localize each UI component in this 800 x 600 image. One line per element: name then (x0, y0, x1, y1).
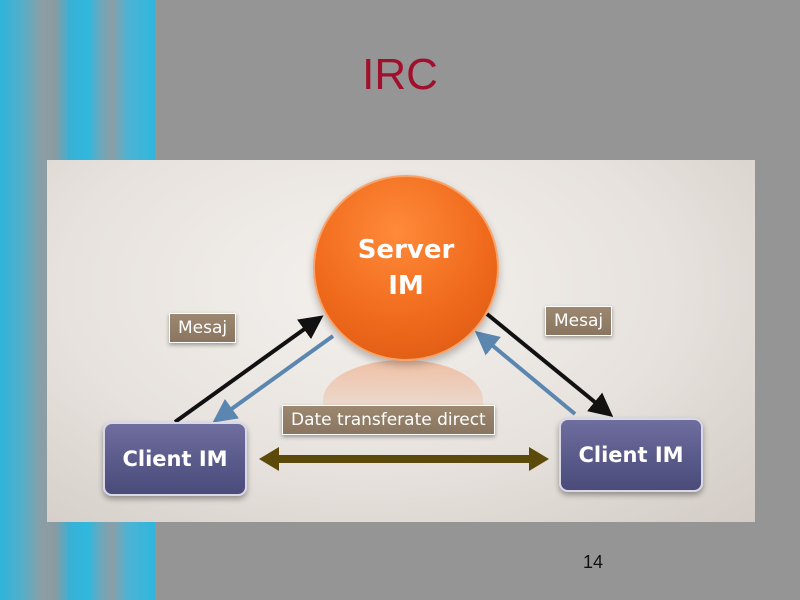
arrows-layer (173, 312, 614, 471)
message-label-left: Mesaj (169, 313, 237, 343)
client-node-right: Client IM (559, 418, 703, 492)
server-label-line1: Server (357, 235, 455, 265)
page-number: 14 (582, 552, 604, 572)
server-label-line2: IM (388, 271, 424, 301)
message-label-right: Mesaj (545, 306, 613, 336)
arrow-client-right-to-server (474, 330, 577, 416)
diagram-panel: Server IM Client IM Client IM Mesaj Mesa… (47, 160, 755, 522)
direct-transfer-label: Date transferate direct (282, 405, 495, 435)
arrow-server-to-client-right (485, 312, 614, 418)
server-node: Server IM (313, 175, 499, 361)
slide-title: IRC (362, 50, 438, 99)
client-left-label: Client IM (122, 447, 228, 471)
arrow-server-to-client-left (212, 334, 335, 423)
client-right-label: Client IM (578, 443, 684, 467)
arrow-client-left-to-server (173, 315, 324, 424)
client-node-left: Client IM (103, 422, 247, 496)
arrow-direct-transfer (259, 447, 549, 471)
